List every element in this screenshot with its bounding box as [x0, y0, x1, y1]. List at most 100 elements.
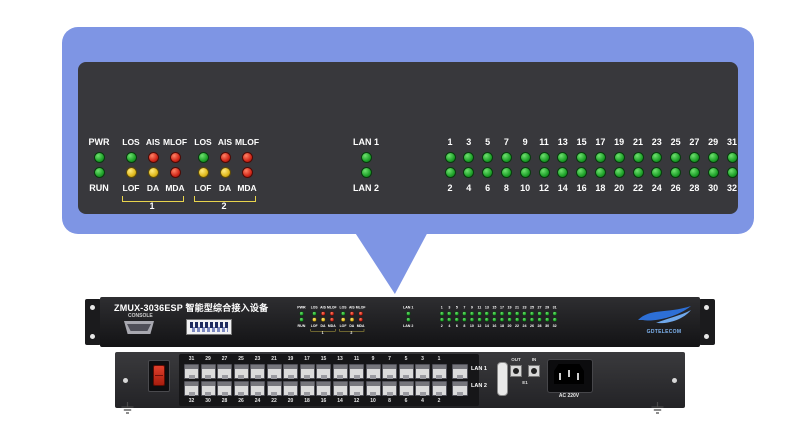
channel-number: 30 [545, 323, 550, 328]
channel-number: 30 [708, 183, 719, 193]
channel-number: 1 [440, 305, 443, 310]
port-number: 28 [221, 398, 228, 404]
channel-number: 13 [484, 305, 489, 310]
channel-number: 18 [595, 183, 606, 193]
lan2-port-label: LAN 2 [471, 383, 487, 389]
channel-led [477, 317, 482, 322]
alarm-led-los [312, 311, 317, 316]
channel-led [522, 317, 527, 322]
alarm-led-da [349, 317, 354, 322]
channel-number: 22 [632, 183, 643, 193]
lan1-led [406, 311, 411, 316]
port-number: 30 [205, 398, 211, 404]
dip-switch-block [186, 319, 232, 335]
channel-led [537, 311, 542, 316]
ground-icon [651, 402, 664, 414]
alarm-label-da: DA [349, 323, 355, 328]
logo-text: GDTELECOM [646, 329, 682, 335]
channel-number: 7 [463, 305, 466, 310]
channel-led [514, 317, 520, 322]
channel-led [576, 167, 588, 178]
alarm-label-da: DA [320, 323, 326, 328]
alarm-label-mlof: MLOF [326, 305, 337, 310]
channel-number: 26 [670, 183, 681, 193]
port-number: 6 [404, 398, 408, 404]
group-number: 2 [221, 201, 227, 211]
alarm-label-da: DA [218, 183, 232, 193]
channel-led [538, 167, 550, 178]
channel-number: 10 [469, 323, 474, 328]
alarm-led-lof [312, 317, 317, 322]
lan2-led [406, 317, 411, 322]
channel-number: 19 [614, 137, 625, 147]
channel-led [454, 311, 460, 316]
channel-number: 4 [466, 183, 472, 193]
port-number: 2 [437, 398, 441, 404]
group-bracket [339, 329, 365, 332]
channel-led [447, 311, 452, 316]
rj45-port [184, 381, 199, 396]
alarm-label-lof: LOF [122, 183, 140, 193]
channel-number: 26 [530, 323, 535, 328]
ac-power-label: AC 220V [558, 393, 580, 399]
device-title: ZMUX-3036ESP 智能型综合接入设备 [114, 303, 269, 313]
rj45-port [184, 364, 199, 379]
channel-led [482, 167, 494, 178]
port-number: 32 [188, 398, 195, 404]
front-left-ear [85, 299, 101, 345]
rj45-port [233, 364, 249, 379]
e1-out-label: OUT [511, 357, 521, 362]
port-number: 29 [205, 356, 211, 362]
channel-led [537, 317, 542, 322]
rj45-port [250, 381, 265, 396]
alarm-led-mda [241, 167, 253, 178]
run-led [93, 167, 105, 178]
rj45-port [316, 381, 331, 396]
channel-led [499, 317, 505, 322]
port-number: 3 [421, 356, 424, 362]
alarm-label-lof: LOF [194, 183, 212, 193]
rj45-port [382, 364, 397, 379]
alarm-led-mda [358, 317, 363, 322]
channel-led [613, 152, 625, 163]
alarm-led-lof [340, 317, 346, 322]
channel-number: 18 [499, 323, 504, 328]
rj45-port [200, 364, 216, 379]
alarm-led-da [320, 317, 326, 322]
group-number: 1 [149, 201, 155, 211]
rj45-port [299, 364, 315, 379]
channel-led [594, 167, 606, 178]
alarm-label-lof: LOF [339, 323, 347, 328]
alarm-label-ais: AIS [217, 137, 233, 147]
channel-number: 11 [477, 305, 482, 310]
channel-number: 3 [448, 305, 451, 310]
alarm-label-ais: AIS [320, 305, 326, 310]
channel-number: 13 [557, 137, 568, 147]
rj45-port [316, 364, 331, 379]
alarm-label-ais: AIS [348, 305, 355, 310]
channel-number: 6 [485, 183, 491, 193]
port-number: 10 [370, 398, 376, 404]
port-number: 12 [353, 398, 360, 404]
channel-number: 24 [651, 183, 662, 193]
channel-number: 25 [670, 137, 681, 147]
rj45-port [365, 381, 381, 396]
lan2-label: LAN 2 [352, 183, 379, 193]
lan2-led [360, 167, 372, 178]
console-db9-inner [127, 324, 151, 331]
port-number: 11 [353, 356, 360, 362]
channel-led [469, 317, 475, 322]
rj45-port [431, 381, 447, 396]
group-bracket [122, 196, 184, 202]
rj45-port [431, 364, 447, 379]
channel-led [557, 167, 569, 178]
channel-led [632, 152, 644, 163]
channel-led [651, 167, 663, 178]
e1-out-connector [510, 365, 522, 377]
run-label: RUN [89, 183, 109, 193]
port-number: 21 [271, 356, 277, 362]
